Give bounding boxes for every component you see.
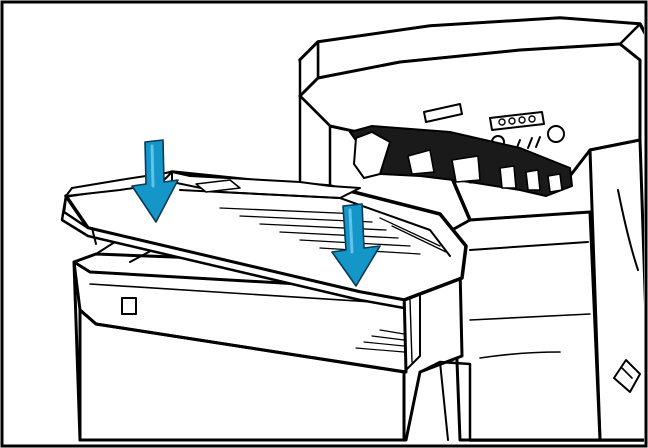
printer-icon (298, 16, 644, 442)
down-arrow-icon (131, 139, 381, 287)
right-down-arrow (331, 203, 381, 287)
paper-path-opening (349, 125, 573, 197)
left-down-arrow (131, 139, 179, 223)
